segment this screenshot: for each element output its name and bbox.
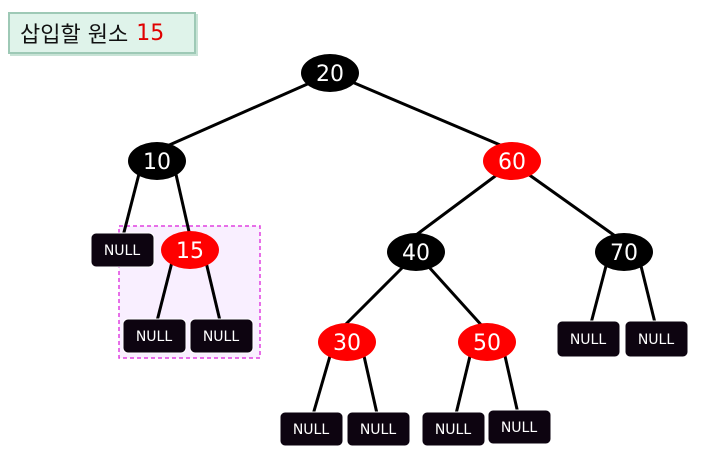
null-leaf-70-left: NULL [556, 320, 621, 358]
null-label: NULL [360, 422, 397, 438]
null-leaf-10-left: NULL [90, 232, 155, 268]
null-label: NULL [104, 243, 141, 259]
tree-nodes: 20 10 60 15 40 70 30 50 [128, 54, 653, 361]
edge-30-null-right [362, 355, 380, 419]
title-value: 15 [136, 20, 165, 46]
null-label: NULL [501, 420, 538, 436]
edge-15-null-left [154, 261, 174, 326]
null-leaves: NULL NULL NULL NULL NULL NULL NULL NULL [90, 232, 689, 447]
edge-70-null-left [588, 265, 608, 328]
node-label: 60 [498, 150, 526, 175]
node-60: 60 [483, 142, 541, 180]
null-label: NULL [136, 329, 173, 345]
title-box: 삽입할 원소 15 [8, 12, 196, 54]
node-label: 50 [473, 331, 501, 356]
node-20: 20 [301, 54, 359, 92]
edge-40-50 [426, 264, 486, 330]
null-leaf-50-right: NULL [487, 409, 552, 445]
edge-70-null-right [639, 265, 658, 328]
edge-50-null-right [503, 355, 521, 419]
edge-20-60 [351, 80, 513, 152]
node-label: 40 [402, 241, 430, 266]
edge-60-70 [527, 172, 619, 240]
edge-30-null-left [310, 355, 332, 419]
node-50: 50 [458, 323, 516, 361]
edge-10-null [120, 169, 142, 241]
null-label: NULL [638, 332, 675, 348]
null-label: NULL [203, 329, 240, 345]
null-label: NULL [293, 422, 330, 438]
null-leaf-15-right: NULL [189, 318, 254, 354]
edge-15-null-right [204, 261, 223, 326]
null-leaf-30-right: NULL [346, 411, 411, 447]
node-label: 20 [316, 62, 344, 87]
node-30: 30 [318, 323, 376, 361]
edge-40-30 [340, 264, 406, 330]
node-10: 10 [128, 142, 186, 180]
node-15: 15 [161, 231, 219, 269]
edge-20-10 [157, 80, 313, 152]
node-label: 10 [143, 150, 171, 175]
edge-50-null-left [453, 355, 472, 419]
edges [120, 80, 658, 419]
null-label: NULL [435, 422, 472, 438]
node-label: 30 [333, 331, 361, 356]
edge-10-15 [173, 169, 192, 237]
node-40: 40 [387, 233, 445, 271]
null-leaf-70-right: NULL [624, 320, 689, 358]
title-text: 삽입할 원소 [20, 23, 129, 48]
node-label: 15 [176, 239, 204, 264]
node-70: 70 [595, 233, 653, 271]
null-label: NULL [570, 332, 607, 348]
node-label: 70 [610, 241, 638, 266]
null-leaf-50-left: NULL [421, 411, 486, 447]
edge-60-40 [411, 172, 499, 240]
null-leaf-30-left: NULL [279, 411, 344, 447]
null-leaf-15-left: NULL [122, 318, 187, 354]
